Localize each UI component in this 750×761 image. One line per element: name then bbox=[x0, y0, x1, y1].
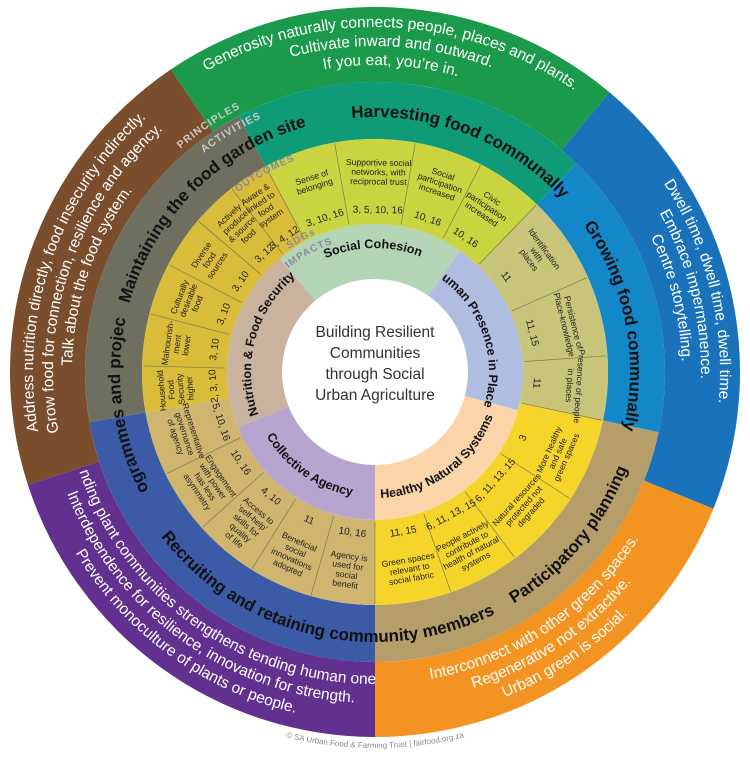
center-title-line: Communities bbox=[329, 345, 421, 362]
outcome-sdgs-line: 11, 15 bbox=[389, 524, 418, 540]
outcome-divider bbox=[500, 453, 570, 499]
outcome-sdgs: 11 bbox=[530, 378, 542, 390]
outcome-label-line: reciprocal trust bbox=[350, 176, 407, 187]
outcome-label: Access to‘self-help’skills forqualityof … bbox=[217, 495, 277, 556]
principle-sector-blue bbox=[561, 92, 741, 509]
outcome-label: HouseholdFoodSecurityhigher bbox=[155, 367, 197, 412]
outcome-divider bbox=[521, 402, 603, 421]
principle-sector-green bbox=[170, 7, 610, 150]
outcome-divider bbox=[511, 277, 588, 312]
outcome-divider bbox=[265, 166, 305, 240]
principle-sector-orange bbox=[375, 480, 714, 737]
outcome-sdgs-line: 3 bbox=[517, 433, 529, 443]
outcome-sdgs: 3, 5, 10, 16 bbox=[353, 205, 404, 217]
impact-sector-healthy bbox=[375, 395, 518, 520]
outcome-sdgs: 11, 15 bbox=[389, 524, 418, 540]
activity-sector-3 bbox=[375, 420, 659, 662]
outcome-sector-2 bbox=[477, 204, 608, 421]
outcome-label-line: higher bbox=[184, 376, 196, 401]
outcome-label-line: in places bbox=[564, 368, 576, 403]
center-title-line: through Social bbox=[325, 366, 425, 383]
outcome-sdgs: 10, 16 bbox=[338, 526, 367, 541]
outcome-divider bbox=[423, 513, 451, 592]
outcome-label-line: used for bbox=[332, 558, 364, 572]
center-circle bbox=[282, 279, 468, 465]
outcome-label-line: Household bbox=[155, 370, 169, 412]
outcome-sdgs-line: 10, 16 bbox=[338, 526, 367, 541]
outcome-divider bbox=[442, 165, 481, 239]
activity-sector-0 bbox=[84, 115, 266, 423]
outcome-label: Agency isused forsocialbenefit bbox=[326, 548, 368, 591]
outcome-divider bbox=[310, 516, 334, 596]
outcome-sdgs: 3, 10 bbox=[208, 337, 222, 361]
outcome-divider bbox=[478, 204, 537, 265]
outcome-sdgs: 11 bbox=[302, 513, 316, 527]
principle-sector-purple bbox=[27, 461, 375, 737]
impact-sector-social bbox=[279, 224, 460, 302]
outcomes-ring bbox=[141, 138, 608, 605]
outcome-label-line: social bbox=[335, 568, 358, 581]
outcome-divider bbox=[143, 365, 226, 369]
activities-ring bbox=[84, 82, 665, 662]
center-title: Building Resilient Communities through S… bbox=[290, 322, 460, 406]
outcome-divider bbox=[150, 313, 230, 335]
principle-sector-brown bbox=[10, 69, 213, 485]
outcome-divider bbox=[198, 221, 262, 275]
outcome-sdgs-line: 11 bbox=[530, 378, 542, 390]
outcome-divider bbox=[166, 437, 241, 475]
outcome-sdgs-line: 2, 3, 10 bbox=[207, 369, 221, 404]
impact-sector-nutrition bbox=[227, 258, 316, 428]
outcome-divider bbox=[400, 143, 416, 225]
principles-ring bbox=[10, 7, 741, 737]
outcome-label-line: ment bbox=[171, 333, 184, 354]
outcome-sdgs-line: 11 bbox=[302, 513, 316, 527]
outcome-label-line: Food bbox=[165, 379, 177, 400]
activity-sector-2 bbox=[536, 163, 665, 433]
outcome-label-line: lower bbox=[180, 334, 193, 356]
center-title-line: Urban Agriculture bbox=[315, 387, 435, 404]
outcome-label-line: networks, with bbox=[351, 167, 406, 178]
outcome-label: Supportive socialnetworks, withreciproca… bbox=[346, 157, 412, 187]
outcome-divider bbox=[169, 264, 243, 304]
outcome-label-line: Supportive social bbox=[346, 157, 412, 168]
outcome-sdgs-line: 3, 10 bbox=[208, 337, 222, 361]
outcome-divider bbox=[524, 355, 607, 362]
impact-sector-human bbox=[427, 250, 523, 411]
outcome-sector-3 bbox=[375, 402, 603, 605]
outcome-label-line: benefit bbox=[332, 577, 360, 591]
impacts-ring bbox=[227, 224, 523, 520]
outcome-sdgs: 3 bbox=[517, 433, 529, 443]
activity-sector-1 bbox=[238, 82, 577, 205]
outcome-divider bbox=[202, 472, 264, 528]
outcome-divider bbox=[334, 143, 350, 225]
outcome-divider bbox=[251, 499, 296, 569]
outcome-sdgs-line: 3, 5, 10, 16 bbox=[353, 205, 404, 217]
outcome-divider bbox=[231, 188, 283, 255]
outcome-sector-1 bbox=[265, 138, 537, 266]
outcome-sector-0 bbox=[141, 166, 306, 413]
outcome-divider bbox=[464, 491, 515, 558]
outcome-sector-4 bbox=[145, 397, 375, 605]
center-title-line: Building Resilient bbox=[315, 324, 435, 341]
impact-sector-agency bbox=[237, 406, 375, 520]
outcome-sdgs: 2, 3, 10 bbox=[207, 369, 221, 404]
activity-sector-4 bbox=[89, 412, 375, 662]
outcome-label-line: Security bbox=[174, 372, 187, 404]
